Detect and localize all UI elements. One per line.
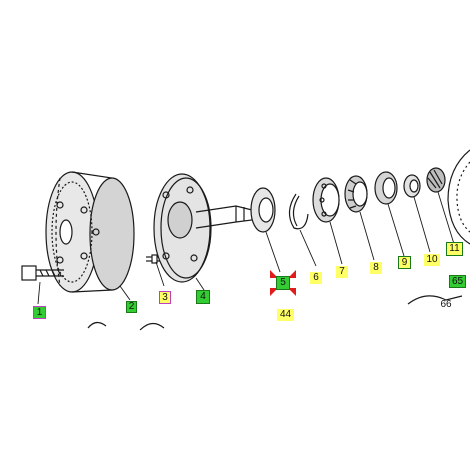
circlip-part [288, 193, 309, 230]
nut-part [403, 174, 421, 198]
callout-1[interactable]: 1 [33, 306, 46, 319]
callout-8[interactable]: 8 [370, 262, 382, 274]
wheel-rim-part [447, 149, 470, 245]
tapered-bearing-part [344, 175, 368, 213]
hub-cap-part [426, 167, 446, 193]
selected-marker-arrows [270, 270, 296, 296]
callout-6[interactable]: 6 [310, 272, 322, 284]
wheel-bolt-part [21, 265, 64, 281]
leader-lines [37, 191, 455, 305]
callout-11[interactable]: 11 [446, 242, 463, 256]
bearing-part [312, 177, 340, 223]
callout-65[interactable]: 65 [449, 275, 466, 288]
callout-10[interactable]: 10 [424, 254, 440, 266]
callout-3[interactable]: 3 [159, 291, 171, 304]
callout-44[interactable]: 44 [277, 309, 294, 321]
callout-2[interactable]: 2 [126, 301, 137, 313]
callout-4[interactable]: 4 [196, 290, 210, 304]
brake-drum-part [45, 171, 135, 293]
callout-66[interactable]: 66 [440, 298, 452, 310]
callout-9[interactable]: 9 [398, 256, 411, 269]
callout-5[interactable]: 5 [276, 276, 290, 290]
partial-lower-parts [87, 295, 463, 331]
seal-part [250, 187, 276, 233]
bearing-race-part [374, 171, 398, 205]
hub-flange-part [153, 173, 253, 283]
callout-7[interactable]: 7 [336, 266, 348, 278]
